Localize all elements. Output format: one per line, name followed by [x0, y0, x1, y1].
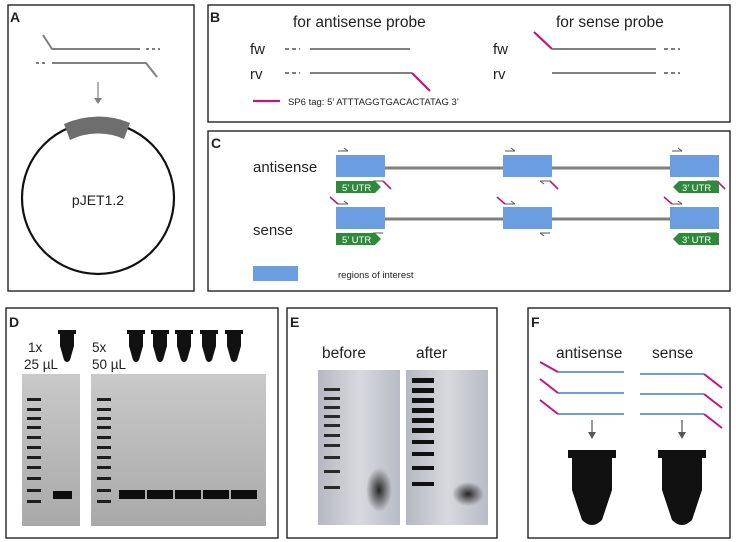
pcr-bands-multi [119, 490, 257, 499]
ladder-bands-single [27, 398, 41, 503]
tube-icon [127, 330, 145, 362]
band-after [452, 482, 484, 506]
multi-tube-volume: 50 µL [92, 357, 127, 372]
sense-probe-label: sense [652, 345, 693, 362]
rv-label-sense: rv [493, 66, 506, 83]
antisense-row-label: antisense [253, 159, 317, 176]
sense-probe-title: for sense probe [556, 14, 664, 31]
gel-image-single [22, 374, 80, 526]
antisense-3utr-tag [673, 181, 719, 193]
single-tube-count: 1x [28, 340, 43, 355]
panel-a-letter: A [10, 9, 20, 25]
antisense-5utr-label: 5’ UTR [342, 183, 371, 194]
ligation-arrow-head [94, 98, 102, 104]
multi-tube-count: 5x [92, 340, 107, 355]
gel-image-multi [91, 374, 266, 526]
ladder-bands-after [412, 378, 434, 486]
regions-legend-text: regions of interest [338, 270, 414, 281]
antisense-region-3 [670, 155, 719, 177]
panel-e-letter: E [290, 314, 299, 330]
sense-sp6-tags [329, 196, 673, 205]
rv-label-antisense: rv [250, 66, 263, 83]
plasmid-label: pJET1.2 [72, 192, 124, 208]
sense-5utr-label: 5’ UTR [342, 235, 371, 246]
antisense-tube-icon [568, 450, 616, 525]
panel-b-letter: B [210, 9, 220, 25]
sense-region-1 [336, 207, 385, 229]
sense-tube-icon [658, 450, 706, 525]
sense-arrow-head [678, 432, 686, 439]
before-label: before [322, 345, 366, 362]
sense-3utr-label: 3’ UTR [682, 235, 711, 246]
tube-icon [200, 330, 218, 362]
panel-f-letter: F [531, 314, 540, 330]
antisense-sp6-tags [382, 180, 726, 190]
tube-icon [175, 330, 193, 362]
panel-c-frame [207, 130, 731, 292]
single-tube-volume: 25 µL [24, 357, 59, 372]
antisense-5utr-tag [336, 181, 381, 193]
antisense-region-1 [336, 155, 385, 177]
sense-probe-strands [640, 373, 723, 429]
panel-e: E before after [286, 307, 498, 539]
fw-label-antisense: fw [250, 41, 265, 58]
fw-label-sense: fw [493, 41, 508, 58]
antisense-probe-label: antisense [556, 345, 622, 362]
sp6-legend-text: SP6 tag: 5’ ATTTAGGTGACACTATAG 3’ [288, 97, 459, 108]
panel-a-frame [7, 4, 195, 292]
antisense-probe-title: for antisense probe [293, 14, 426, 31]
ladder-bands-before [324, 388, 340, 489]
panel-d-letter: D [9, 314, 19, 330]
antisense-arrow-head [588, 432, 596, 439]
fw-sense-sp6-tag [533, 31, 553, 50]
sense-region-2 [503, 207, 552, 229]
tube-icon [58, 330, 76, 362]
sense-row-label: sense [253, 222, 293, 239]
antisense-probe-strands [539, 361, 624, 415]
rv-antisense-sp6-tag [411, 72, 431, 92]
tube-icon [225, 330, 243, 362]
panel-b: B for antisense probe for sense probe fw… [207, 4, 731, 123]
antisense-region-2 [503, 155, 552, 177]
pcr-band-single [53, 491, 72, 499]
sense-5utr-tag [336, 233, 381, 245]
panel-d: D 1x 25 µL 5x 50 µL [5, 307, 279, 539]
insert-bottom-strand [52, 62, 158, 78]
ladder-bands-multi [97, 398, 111, 503]
panel-d-frame [5, 307, 279, 539]
tube-icon [151, 330, 169, 362]
panel-e-frame [286, 307, 498, 539]
panel-a: A pJET1.2 [7, 4, 195, 292]
after-label: after [416, 345, 447, 362]
antisense-3utr-label: 3’ UTR [682, 183, 711, 194]
panel-c-letter: C [211, 135, 221, 151]
plasmid-insert-segment [64, 116, 130, 140]
panel-f: F antisense sense [527, 307, 731, 539]
panel-f-frame [527, 307, 731, 539]
sense-3utr-tag [673, 233, 719, 245]
panel-b-frame [207, 4, 731, 123]
panel-c: C antisense 5’ UTR 3’ UTR sense [207, 130, 731, 292]
smear-before [366, 468, 392, 512]
regions-legend-swatch [253, 266, 298, 281]
insert-top-strand [42, 34, 140, 50]
sense-region-3 [670, 207, 719, 229]
